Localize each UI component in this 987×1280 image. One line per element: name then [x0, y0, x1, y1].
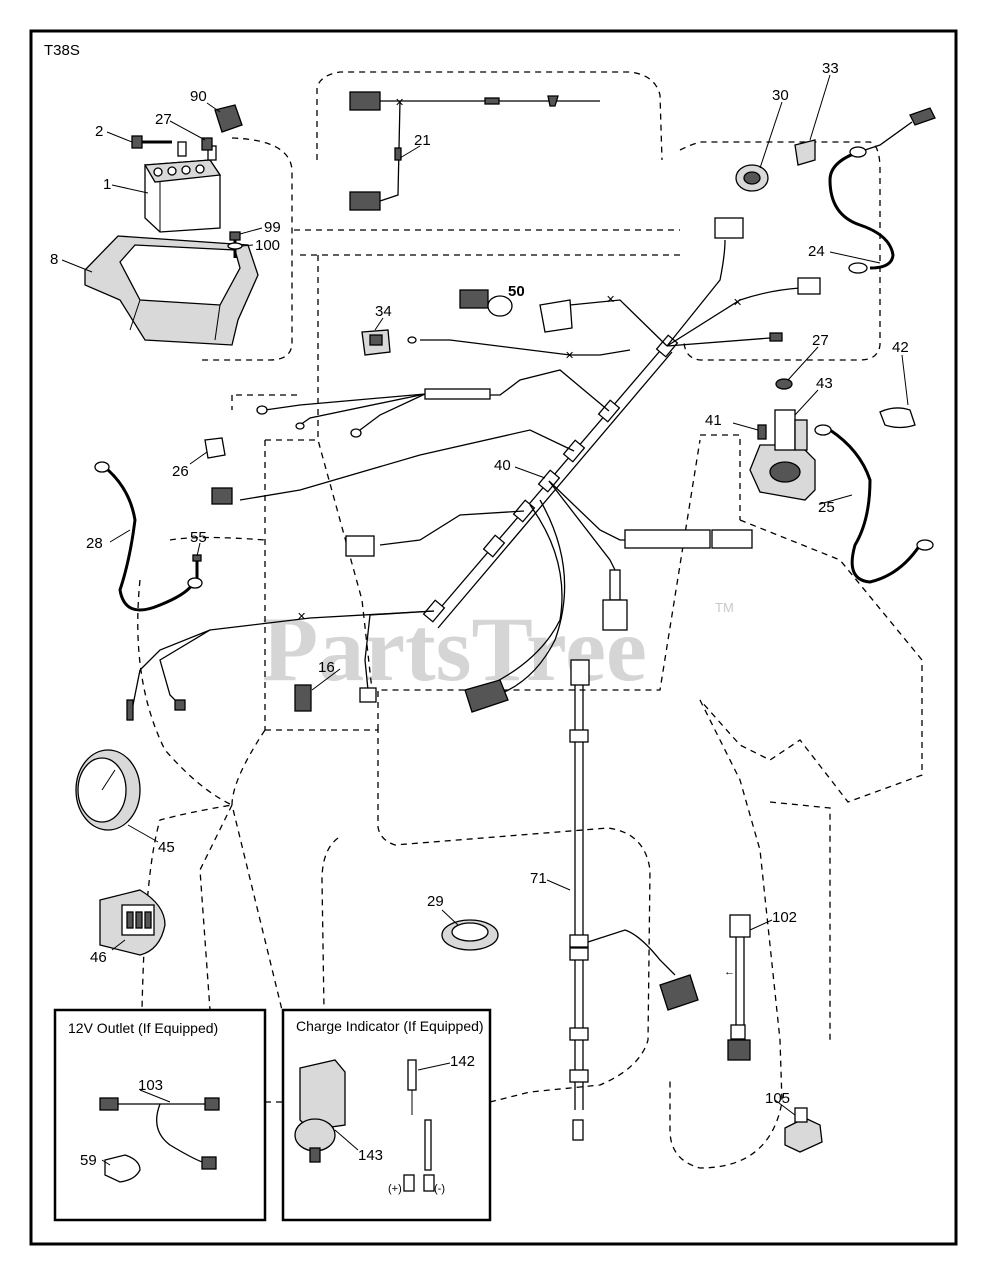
battery-tray: [84, 235, 259, 346]
cable-24: [828, 107, 936, 274]
connector-16: [294, 684, 312, 712]
bolt-41: [757, 424, 767, 440]
svg-text:✕: ✕: [606, 294, 615, 306]
bolt-99-100: [227, 231, 243, 258]
callout-33: 33: [822, 60, 839, 77]
battery: [143, 141, 222, 233]
callout-26: 26: [172, 463, 189, 480]
fuse-26: [204, 437, 226, 459]
diagram-code: T38S: [44, 42, 80, 59]
tractor-outline: [137, 71, 923, 1169]
meter-46: [99, 889, 166, 956]
hourmeter-45: [75, 749, 141, 831]
callout-labels: 90 2 27 1 99 100 8 21 30 33 24 50 34 27 …: [50, 60, 909, 1169]
ignition-switch-30: [735, 164, 769, 192]
callout-25: 25: [818, 499, 835, 516]
callout-27-solenoid: 27: [812, 332, 829, 349]
callout-21: 21: [414, 132, 431, 149]
charge-inset-title: Charge Indicator (If Equipped): [296, 1018, 484, 1034]
callout-59: 59: [80, 1152, 97, 1169]
callout-24: 24: [808, 243, 825, 260]
callout-71: 71: [530, 870, 547, 887]
callout-2: 2: [95, 123, 103, 140]
switch-50: [459, 289, 513, 317]
callout-45: 45: [158, 839, 175, 856]
bolt-55: [192, 554, 202, 578]
svg-text:←: ←: [724, 966, 735, 978]
svg-text:✕: ✕: [395, 97, 404, 109]
callout-105: 105: [765, 1090, 790, 1107]
callout-40: 40: [494, 457, 511, 474]
callout-41: 41: [705, 412, 722, 429]
cable-28: [94, 461, 203, 612]
switch-34: [361, 329, 391, 356]
svg-text:✕: ✕: [733, 297, 742, 309]
callout-46: 46: [90, 949, 107, 966]
outlet-inset-title: 12V Outlet (If Equipped): [68, 1020, 218, 1036]
watermark-trademark: TM: [715, 600, 734, 615]
nut-27-battery: [201, 137, 213, 151]
callout-90: 90: [190, 88, 207, 105]
callout-102: 102: [772, 909, 797, 926]
callout-43: 43: [816, 375, 833, 392]
callout-27: 27: [155, 111, 172, 128]
boot-42: [879, 407, 916, 429]
callout-28: 28: [86, 535, 103, 552]
callout-143: 143: [358, 1147, 383, 1164]
callout-100: 100: [255, 237, 280, 254]
harness-21: ✕: [349, 91, 600, 211]
solenoid-43: [749, 409, 816, 501]
callout-34: 34: [375, 303, 392, 320]
cable-25: [814, 424, 934, 584]
callout-99: 99: [264, 219, 281, 236]
leader-lines: [61, 74, 909, 1166]
diagram-frame: [29, 29, 958, 1246]
callout-142: 142: [450, 1053, 475, 1070]
part-33: [794, 139, 816, 166]
svg-text:✕: ✕: [297, 611, 306, 623]
callout-16: 16: [318, 659, 335, 676]
terminal-cover-90: [214, 104, 243, 133]
charge-inset: Charge Indicator (If Equipped) (+) (-): [281, 1008, 492, 1222]
callout-8: 8: [50, 251, 58, 268]
switch-102: ←: [724, 914, 751, 1061]
charge-minus-label: (-): [434, 1183, 445, 1195]
callout-103: 103: [138, 1077, 163, 1094]
callout-29: 29: [427, 893, 444, 910]
callout-50: 50: [508, 283, 525, 300]
bolt-2: [131, 135, 172, 149]
charge-plus-label: (+): [388, 1183, 402, 1195]
callout-42: 42: [892, 339, 909, 356]
callout-1: 1: [103, 176, 111, 193]
callout-30: 30: [772, 87, 789, 104]
switch-105: [784, 1107, 823, 1153]
callout-55: 55: [190, 529, 207, 546]
grommet-29: [441, 919, 499, 951]
harness-71: [569, 659, 699, 1141]
svg-text:✕: ✕: [565, 350, 574, 362]
main-harness-40: ✕ ✕ ✕ ✕: [126, 217, 821, 721]
nut-27-solenoid: [775, 378, 793, 390]
outlet-inset: 12V Outlet (If Equipped): [53, 1008, 267, 1222]
